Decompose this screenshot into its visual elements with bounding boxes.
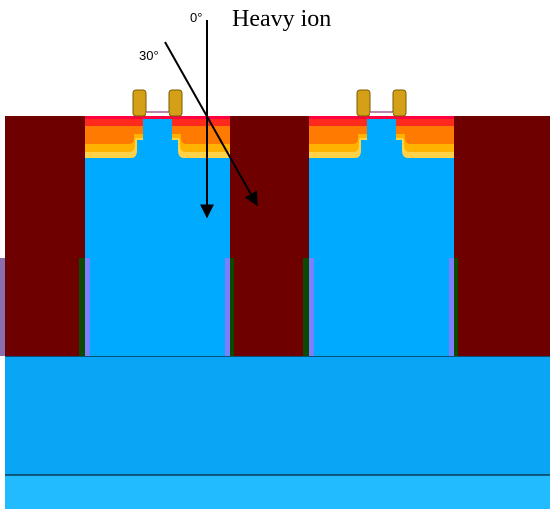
isolation-column-left <box>5 116 85 356</box>
gate-oxide-left <box>146 112 169 116</box>
liner-mid-green-l <box>230 258 234 356</box>
gate-spacer-right-b <box>392 89 407 117</box>
angle-label-tilted: 30° <box>139 48 159 63</box>
doping-profile-left-device <box>85 116 230 158</box>
gate-right-device <box>356 89 407 117</box>
liner-right-violet <box>449 258 454 356</box>
ion-trajectory-tilted-arrow <box>164 41 258 207</box>
substrate-bottom-band <box>5 475 550 509</box>
liner-mid-violet-r <box>309 258 314 356</box>
heavy-ion-label: Heavy ion <box>232 6 331 32</box>
isolation-column-right <box>454 116 550 356</box>
liner-left-green <box>79 258 85 356</box>
liner-mid-violet-l <box>225 258 230 356</box>
gate-spacer-left-b <box>168 89 183 117</box>
liner-mid-green-r <box>303 258 309 356</box>
gate-oxide-right <box>370 112 393 116</box>
gate-left-device <box>132 89 183 117</box>
gate-spacer-right-a <box>356 89 371 117</box>
isolation-column-middle <box>230 116 309 356</box>
liner-edge-left <box>0 258 5 356</box>
gate-spacer-left-a <box>132 89 147 117</box>
liner-left-violet <box>85 258 90 356</box>
liner-right-green <box>454 258 458 356</box>
angle-label-normal: 0° <box>190 10 202 25</box>
doping-profile-right-device <box>309 116 454 158</box>
